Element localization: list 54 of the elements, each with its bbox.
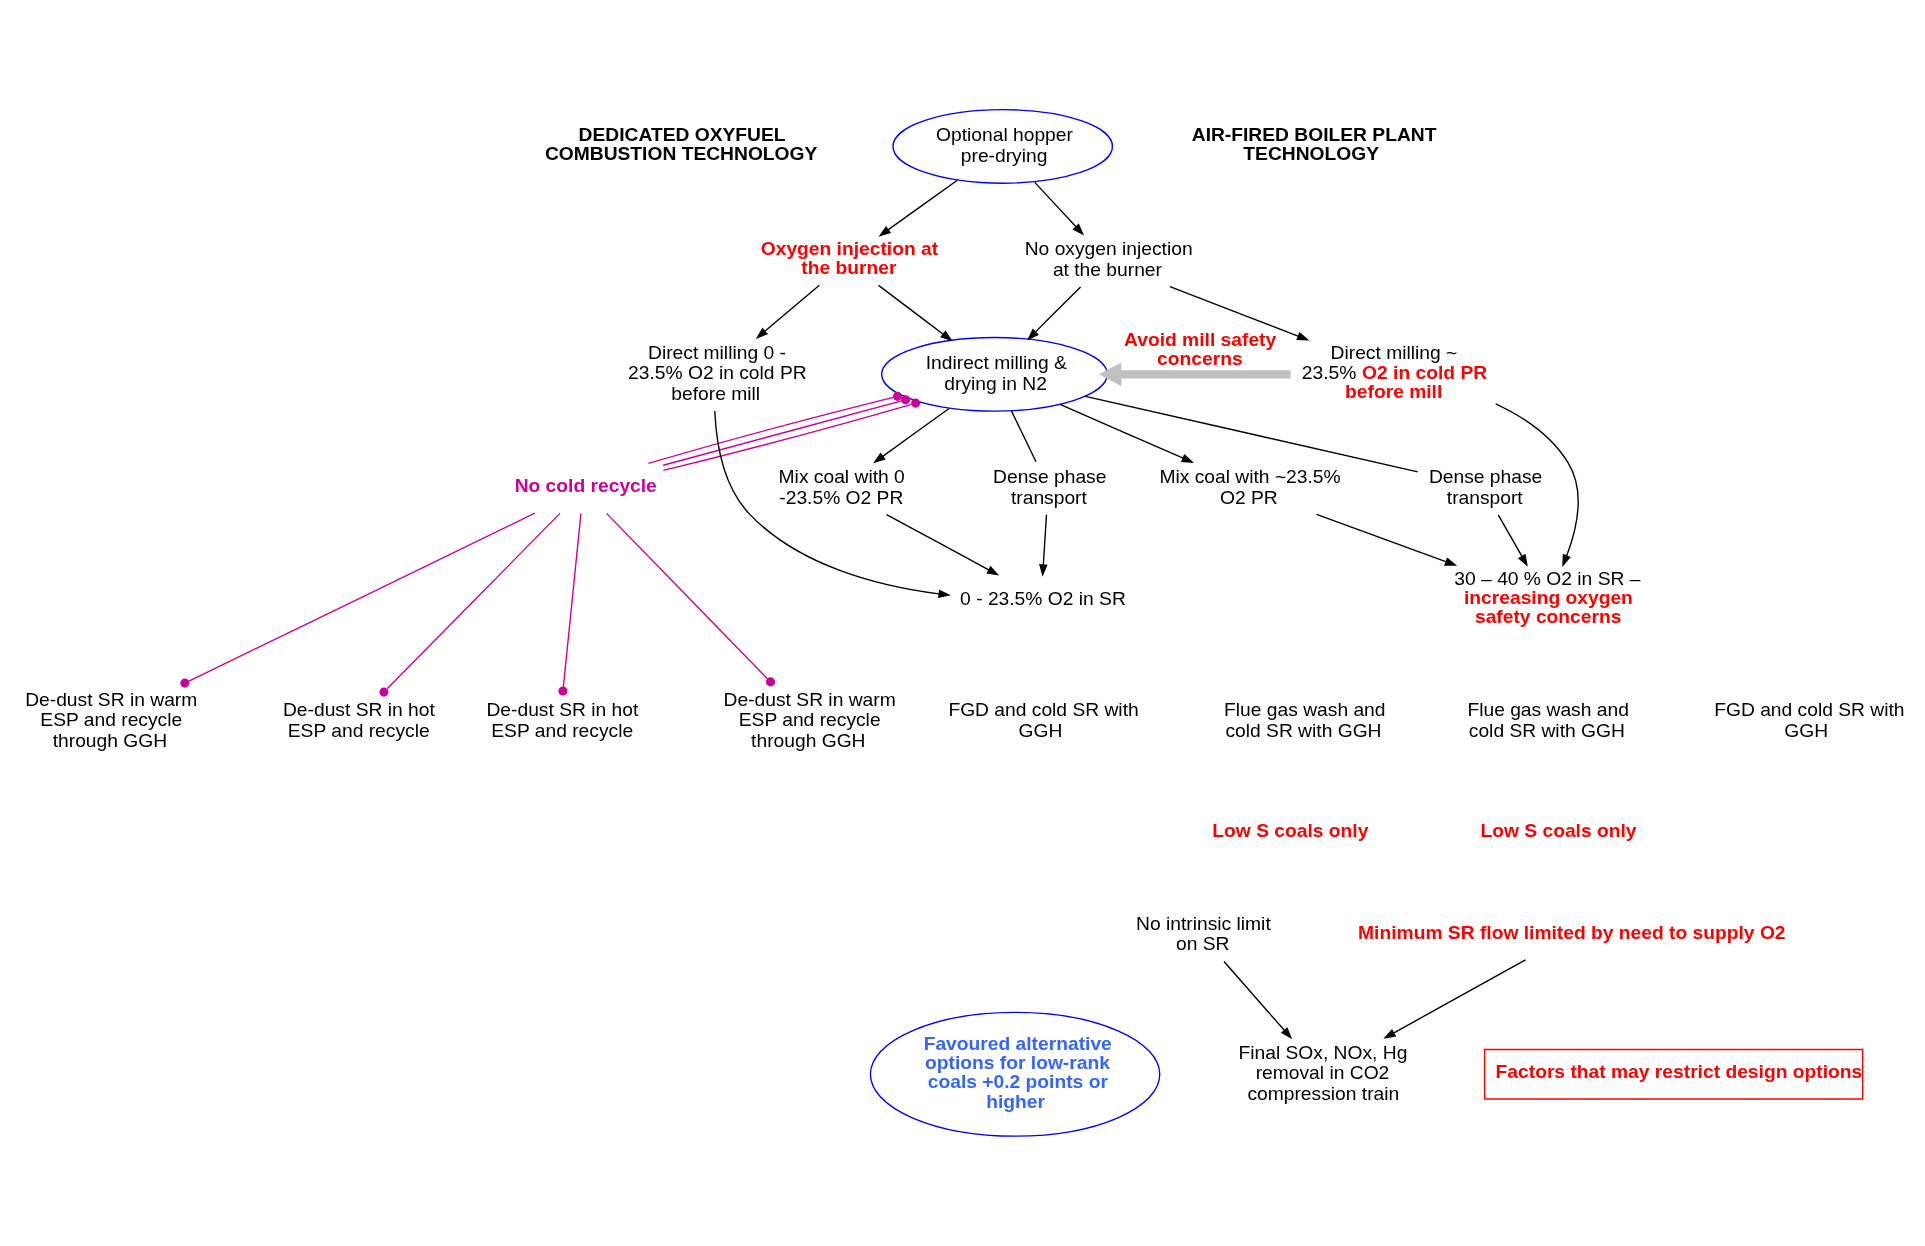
node-text: Dense phase transport [993,466,1107,508]
arrow [1034,181,1085,236]
arrow [1027,286,1082,341]
arrow [878,179,959,237]
node-text: De-dust SR in hot ESP and recycle [282,699,435,741]
arrow [1169,285,1310,341]
node-text: Mix coal with ~23.5% O2 PR [1159,466,1341,508]
node-text: Low S coals only [1212,820,1369,842]
node-ellipse: Optional hopper pre-drying [892,109,1114,184]
arrow [714,410,951,599]
node-text: No intrinsic limit on SR [1136,912,1271,955]
arrow [1495,403,1579,567]
connector [1084,395,1419,473]
arrow [1059,403,1194,463]
node-text: Low S coals only [1480,820,1637,842]
node-text: 30 – 40 % O2 in SR – increasing oxygen safety concerns [1454,567,1641,628]
label: DEDICATED OXYFUEL COMBUSTION TECHNOLOGY [544,124,818,165]
node-text: Flue gas wash and cold SR with GGH [1467,699,1629,741]
connector [180,512,536,688]
arrow [1039,514,1048,577]
arrow [1383,959,1527,1039]
label: AIR-FIRED BOILER PLANT TECHNOLOGY [1191,124,1437,165]
node-text: FGD and cold SR with GGH [948,699,1139,741]
node-text: Flue gas wash and cold SR with GGH [1224,699,1386,741]
node-ellipse: Indirect milling & drying in N2 [880,336,1108,412]
node-box: Factors that may restrict design options [1483,1048,1864,1100]
arrow [1098,362,1291,387]
edge-label: Avoid mill safety concerns [1124,328,1277,369]
node-ellipse: Favoured alternative options for low-rank coals +0.2 points or higher [869,1011,1161,1137]
node-text: Direct milling ~ 23.5% O2 in cold PR before mill [1301,342,1488,402]
arrow [1497,514,1528,567]
arrow [885,513,1000,576]
node-text: Direct milling 0 - 23.5% O2 in cold PR before mill [628,341,807,405]
arrow [873,407,950,464]
arrow [877,284,953,342]
node-text: Mix coal with 0 -23.5% O2 PR [778,466,905,508]
connector [1010,410,1037,463]
node-text: Oxygen injection at the burner [760,238,939,279]
arrow [755,284,821,339]
arrow [1223,960,1293,1040]
node-text: No cold recycle [514,474,657,496]
node-text: Final SOx, NOx, Hg removal in CO2 compression train [1238,1041,1408,1104]
connector [379,512,561,697]
node-text: 0 - 23.5% O2 in SR [960,587,1126,609]
node-text: Dense phase transport [1428,466,1543,508]
arrow [1315,513,1458,566]
node-text: No oxygen injection at the burner [1024,238,1193,280]
node-text: De-dust SR in hot ESP and recycle [486,699,639,741]
node-text: De-dust SR in warm ESP and recycle through GGH [25,688,198,751]
connector [605,512,776,687]
connector [558,512,582,696]
node-text: Minimum SR flow limited by need to supply O2 [1358,921,1786,943]
node-text: FGD and cold SR with GGH [1714,699,1905,741]
node-text: De-dust SR in warm ESP and recycle through GGH [723,688,896,751]
